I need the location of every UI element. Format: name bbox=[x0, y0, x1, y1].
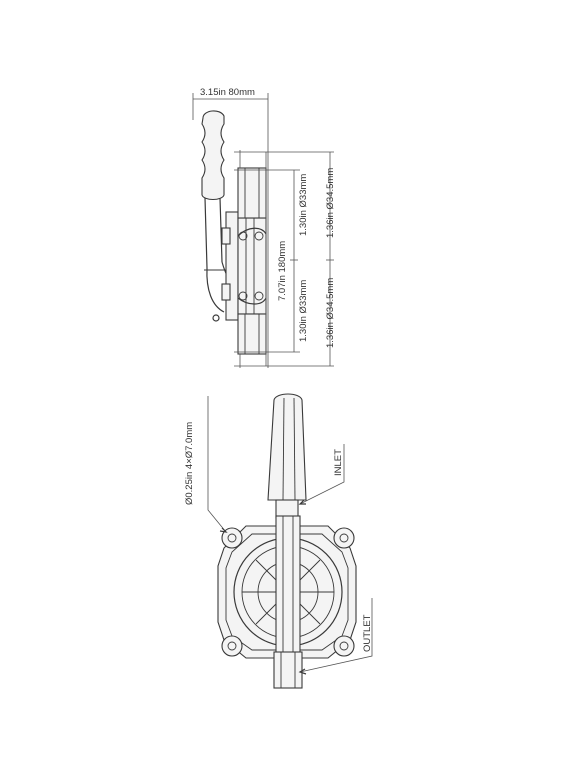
mount-lug-top-right bbox=[333, 527, 355, 549]
outer-diameter-bottom-label: 1.36in Ø34.5mm bbox=[325, 278, 336, 348]
pivot-pin bbox=[212, 314, 220, 322]
mount-hole-bottom-right bbox=[339, 641, 349, 651]
mount-hole-top-right bbox=[339, 533, 349, 543]
mount-holes-label: Ø0.25in 4×Ø7.0mm bbox=[184, 422, 195, 505]
handle-shaft bbox=[204, 197, 223, 269]
front-handle-grip bbox=[267, 393, 307, 501]
inlet-label: INLET bbox=[333, 449, 344, 476]
height-label: 7.07in 180mm bbox=[277, 241, 288, 301]
inlet-leader bbox=[299, 444, 345, 505]
outlet-leader bbox=[299, 598, 373, 673]
inner-diameter-top-label: 1.30in Ø33mm bbox=[298, 174, 309, 236]
mount-lug-bottom-right bbox=[333, 635, 355, 657]
side-view: 3.15in 80mm bbox=[192, 87, 336, 368]
inner-diameter-bottom-label: 1.30in Ø33mm bbox=[298, 280, 309, 342]
pump-body-side bbox=[237, 217, 267, 315]
mount-hole-top-left bbox=[227, 533, 237, 543]
outlet-label: OUTLET bbox=[362, 614, 373, 652]
front-outlet-pipe bbox=[273, 651, 303, 689]
front-view: Ø0.25in 4×Ø7.0mm INLET OUTLET bbox=[184, 393, 373, 689]
mount-lug-top-left bbox=[221, 527, 243, 549]
front-lever bbox=[275, 515, 301, 655]
width-label: 3.15in 80mm bbox=[200, 87, 255, 98]
handle-grip bbox=[201, 110, 225, 201]
inlet-port-pipe bbox=[237, 167, 267, 219]
front-handle-shaft bbox=[275, 499, 299, 519]
outer-diameter-top-label: 1.36in Ø34.5mm bbox=[325, 168, 336, 238]
mount-hole-leader bbox=[207, 396, 227, 533]
mount-lug-bottom-left bbox=[221, 635, 243, 657]
mount-hole-bottom-left bbox=[227, 641, 237, 651]
outlet-port-pipe bbox=[237, 313, 267, 355]
